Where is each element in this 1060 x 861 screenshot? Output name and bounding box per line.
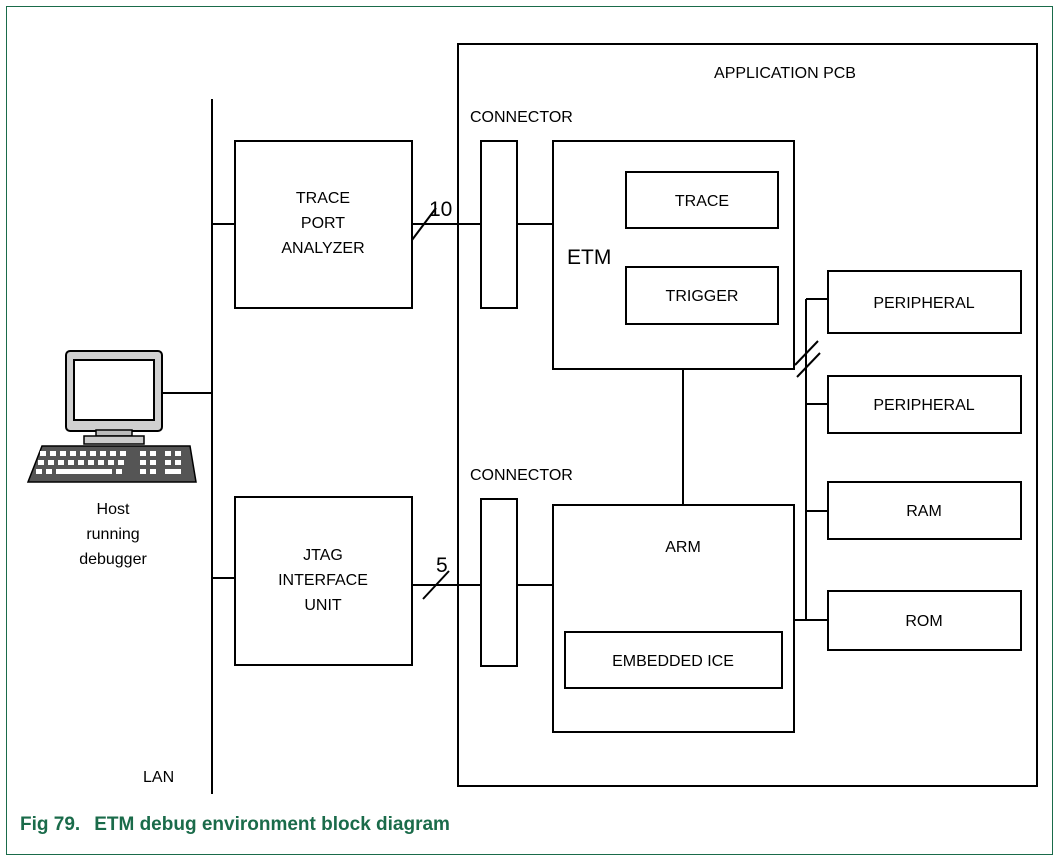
peripheral-1-label: PERIPHERAL [873, 295, 974, 312]
connector-bottom-box [480, 498, 518, 667]
connector-bottom-label: CONNECTOR [470, 467, 573, 484]
rom-box [827, 590, 1022, 651]
peripheral-1-box [827, 270, 1022, 334]
trace-label: TRACE [675, 193, 729, 210]
jtag-interface-unit-label-3: UNIT [304, 597, 342, 614]
figure-number: Fig 79. [20, 814, 81, 835]
etm-box [552, 140, 795, 370]
figure-caption: Fig 79. ETM debug environment block diagr… [20, 814, 450, 836]
bus-10-slash [411, 207, 437, 241]
arm-label: ARM [665, 539, 701, 556]
rom-label: ROM [905, 613, 942, 630]
host-label-1: Host [97, 501, 130, 518]
figure-frame [6, 6, 1053, 855]
bus-width-trace-label: 10 [429, 198, 452, 221]
trace-box [625, 171, 779, 229]
jtag-interface-unit-box [234, 496, 413, 666]
jtag-interface-unit-label-2: INTERFACE [278, 572, 368, 589]
connector-top-box [480, 140, 518, 309]
application-pcb-box [457, 43, 1038, 787]
etm-label: ETM [567, 246, 611, 269]
host-label-3: debugger [79, 551, 147, 568]
connector-top-label: CONNECTOR [470, 109, 573, 126]
trigger-box [625, 266, 779, 325]
bus-width-jtag-label: 5 [436, 554, 448, 577]
bus-5-slash [422, 570, 450, 600]
application-pcb-label: APPLICATION PCB [714, 65, 856, 82]
ram-label: RAM [906, 503, 942, 520]
peripheral-2-box [827, 375, 1022, 434]
peripheral-2-label: PERIPHERAL [873, 397, 974, 414]
embedded-ice-box [564, 631, 783, 689]
lan-label: LAN [143, 769, 174, 786]
desktop-computer-icon [26, 350, 197, 483]
figure-title: ETM debug environment block diagram [94, 814, 450, 835]
bus-slash-1 [794, 340, 819, 366]
trigger-label: TRIGGER [666, 288, 739, 305]
bus-slash-2 [796, 352, 821, 378]
embedded-ice-label: EMBEDDED ICE [612, 653, 734, 670]
trace-port-analyzer-label-1: TRACE [296, 190, 350, 207]
ram-box [827, 481, 1022, 540]
host-label-2: running [86, 526, 139, 543]
arm-box [552, 504, 795, 733]
trace-port-analyzer-label-2: PORT [301, 215, 345, 232]
trace-port-analyzer-label-3: ANALYZER [281, 240, 364, 257]
jtag-interface-unit-label-1: JTAG [303, 547, 343, 564]
